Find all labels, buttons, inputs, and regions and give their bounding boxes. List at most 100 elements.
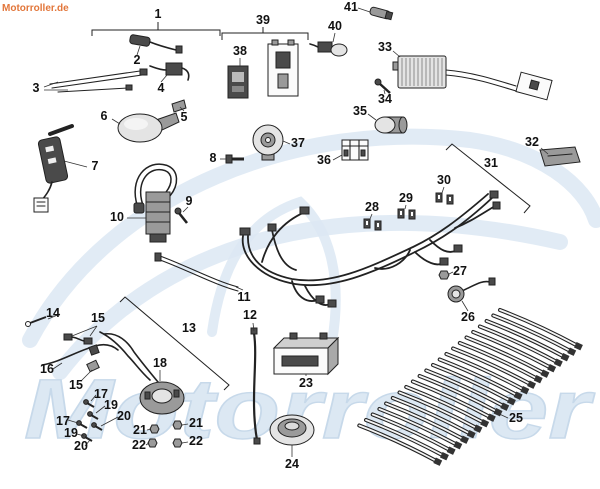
callout-41: 41 bbox=[344, 0, 358, 14]
leader-lines bbox=[43, 7, 549, 457]
callout-13: 13 bbox=[182, 321, 196, 335]
cable-tie bbox=[457, 341, 543, 384]
part-7-illustration bbox=[33, 124, 74, 213]
callout-30: 30 bbox=[437, 173, 451, 187]
part-28-illustration bbox=[363, 218, 382, 231]
part-39-illustration bbox=[267, 39, 299, 97]
callout-36: 36 bbox=[317, 153, 331, 167]
part-23-illustration bbox=[272, 332, 340, 376]
cable-tie bbox=[370, 412, 456, 455]
callout-11: 11 bbox=[237, 290, 250, 304]
callout-19: 19 bbox=[104, 398, 118, 412]
cable-tie bbox=[471, 330, 557, 373]
part-13-wiring-illustration bbox=[99, 331, 159, 383]
part-17-19-20-screws bbox=[76, 399, 103, 442]
cable-tie bbox=[491, 313, 577, 356]
callout-15: 15 bbox=[69, 378, 83, 392]
callout-16: 16 bbox=[40, 362, 54, 376]
callout-38: 38 bbox=[233, 44, 247, 58]
callout-31: 31 bbox=[484, 156, 498, 170]
part-38-illustration bbox=[227, 65, 249, 99]
callout-19: 19 bbox=[64, 426, 78, 440]
callout-23: 23 bbox=[299, 376, 313, 390]
callout-17: 17 bbox=[56, 414, 70, 428]
site-watermark: Motorroller.de bbox=[2, 3, 69, 14]
part-30-illustration bbox=[435, 192, 454, 205]
callout-3: 3 bbox=[33, 81, 40, 95]
callout-25: 25 bbox=[509, 411, 523, 425]
callout-17: 17 bbox=[94, 387, 108, 401]
part-25-cable-ties bbox=[357, 308, 583, 466]
callout-labels: 1 2 3 4 5 6 7 8 9 10 11 12 13 14 15 15 1… bbox=[33, 0, 539, 471]
cable-tie bbox=[377, 407, 463, 450]
part-15-lower-illustration bbox=[86, 359, 100, 373]
part-27-illustration bbox=[438, 270, 450, 280]
cable-tie bbox=[357, 423, 443, 466]
part-40-illustration bbox=[309, 41, 348, 57]
callout-21: 21 bbox=[133, 423, 147, 437]
cable-tie bbox=[444, 352, 530, 395]
group-bracket-13 bbox=[119, 296, 230, 391]
part-26-illustration bbox=[447, 277, 496, 303]
callout-12: 12 bbox=[243, 308, 257, 322]
callout-6: 6 bbox=[101, 109, 108, 123]
cable-tie bbox=[417, 374, 503, 417]
part-4-illustration bbox=[149, 62, 190, 81]
part-36-illustration bbox=[341, 139, 369, 161]
group-bracket-1 bbox=[91, 22, 221, 36]
callout-22: 22 bbox=[132, 438, 146, 452]
cable-tie bbox=[437, 357, 523, 400]
cable-tie bbox=[451, 346, 536, 389]
cable-tie bbox=[424, 368, 510, 411]
part-9-illustration bbox=[174, 207, 189, 224]
callout-32: 32 bbox=[525, 135, 539, 149]
cable-tie bbox=[464, 335, 550, 378]
part-15-illustration bbox=[63, 333, 93, 345]
callout-33: 33 bbox=[378, 40, 392, 54]
callout-14: 14 bbox=[46, 306, 60, 320]
part-29-illustration bbox=[397, 208, 416, 220]
group-bracket-31 bbox=[445, 143, 531, 214]
callout-39: 39 bbox=[256, 13, 270, 27]
part-18-illustration bbox=[139, 381, 185, 415]
callout-29: 29 bbox=[399, 191, 413, 205]
part-34-illustration bbox=[374, 78, 391, 94]
part-10-illustration bbox=[133, 163, 178, 243]
callout-1: 1 bbox=[155, 7, 162, 21]
callout-8: 8 bbox=[210, 151, 217, 165]
part-6-illustration bbox=[117, 112, 180, 143]
cable-tie bbox=[477, 324, 563, 367]
part-24-illustration bbox=[269, 414, 315, 446]
callout-2: 2 bbox=[134, 53, 141, 67]
callout-15: 15 bbox=[91, 311, 105, 325]
callout-26: 26 bbox=[461, 310, 475, 324]
cable-tie bbox=[397, 390, 483, 433]
callout-7: 7 bbox=[92, 159, 99, 173]
part-14-illustration bbox=[25, 316, 47, 327]
callout-20: 20 bbox=[74, 439, 88, 453]
callout-24: 24 bbox=[285, 457, 299, 471]
callout-27: 27 bbox=[453, 264, 467, 278]
cable-tie bbox=[484, 319, 570, 362]
part-37-illustration bbox=[252, 124, 284, 161]
callout-18: 18 bbox=[153, 356, 167, 370]
part-16-illustration bbox=[41, 343, 119, 366]
cable-tie bbox=[498, 308, 583, 351]
cable-tie bbox=[364, 418, 449, 461]
group-bracket-39 bbox=[221, 27, 309, 40]
callout-34: 34 bbox=[378, 92, 392, 106]
cable-tie bbox=[410, 379, 496, 422]
part-33-illustration bbox=[392, 55, 553, 101]
callout-37: 37 bbox=[291, 136, 305, 150]
callout-21: 21 bbox=[189, 416, 203, 430]
part-3-illustration bbox=[49, 68, 148, 93]
part-2-illustration bbox=[129, 34, 183, 54]
cable-tie bbox=[431, 363, 516, 406]
callout-35: 35 bbox=[353, 104, 367, 118]
part-41-illustration bbox=[369, 6, 394, 21]
part-35-illustration bbox=[374, 116, 408, 134]
part-11-illustration bbox=[154, 252, 239, 292]
main-wiring-harness bbox=[239, 190, 501, 308]
callout-22: 22 bbox=[189, 434, 203, 448]
